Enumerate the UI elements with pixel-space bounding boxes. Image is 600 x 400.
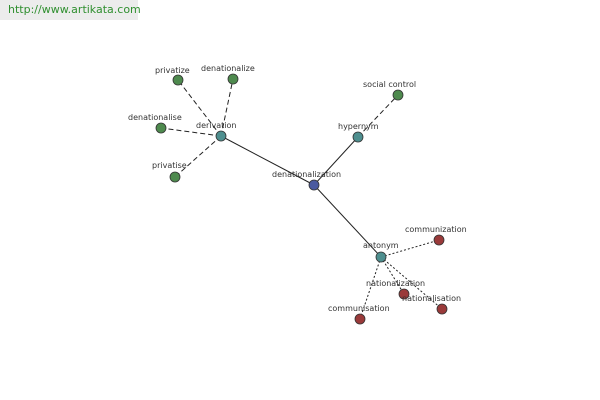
node-denationalise[interactable] bbox=[155, 122, 167, 134]
edge-antonym-communisation bbox=[359, 256, 382, 320]
label-hypernym[interactable]: hypernym bbox=[338, 122, 379, 131]
edge-antonym-nationalisation bbox=[380, 256, 443, 310]
node-communization[interactable] bbox=[433, 234, 445, 246]
edge-center-hypernym bbox=[313, 136, 359, 186]
label-antonym[interactable]: antonym bbox=[363, 241, 399, 250]
label-privatise[interactable]: privatise bbox=[152, 161, 187, 170]
node-privatise[interactable] bbox=[169, 171, 181, 183]
edge-derivation-privatise bbox=[174, 135, 222, 178]
edge-center-antonym bbox=[313, 184, 382, 258]
node-denationalize[interactable] bbox=[227, 73, 239, 85]
node-nationalisation[interactable] bbox=[436, 303, 448, 315]
edge-derivation-denationalize bbox=[220, 78, 234, 137]
node-hypernym[interactable] bbox=[352, 131, 364, 143]
label-privatize[interactable]: privatize bbox=[155, 66, 190, 75]
node-privatize[interactable] bbox=[172, 74, 184, 86]
label-denationalise[interactable]: denationalise bbox=[128, 113, 182, 122]
label-derivation[interactable]: derivation bbox=[196, 121, 236, 130]
node-communisation[interactable] bbox=[354, 313, 366, 325]
node-nationalization[interactable] bbox=[398, 288, 410, 300]
edge-derivation-denationalise bbox=[160, 127, 222, 137]
label-nationalisation[interactable]: nationalisation bbox=[402, 294, 461, 303]
node-social_control[interactable] bbox=[392, 89, 404, 101]
label-communization[interactable]: communization bbox=[405, 225, 467, 234]
node-derivation[interactable] bbox=[215, 130, 227, 142]
label-nationalization[interactable]: nationalization bbox=[366, 279, 425, 288]
label-communisation[interactable]: communisation bbox=[328, 304, 390, 313]
edge-hypernym-social_control bbox=[357, 94, 399, 138]
label-social_control[interactable]: social control bbox=[363, 80, 416, 89]
label-denationalize[interactable]: denationalize bbox=[201, 64, 255, 73]
label-center[interactable]: denationalization bbox=[272, 170, 341, 179]
edge-center-derivation bbox=[220, 135, 315, 186]
node-antonym[interactable] bbox=[375, 251, 387, 263]
node-center[interactable] bbox=[308, 179, 320, 191]
edge-derivation-privatize bbox=[177, 79, 222, 137]
watermark-url[interactable]: http://www.artikata.com bbox=[0, 0, 141, 20]
edge-antonym-nationalization bbox=[380, 256, 405, 295]
